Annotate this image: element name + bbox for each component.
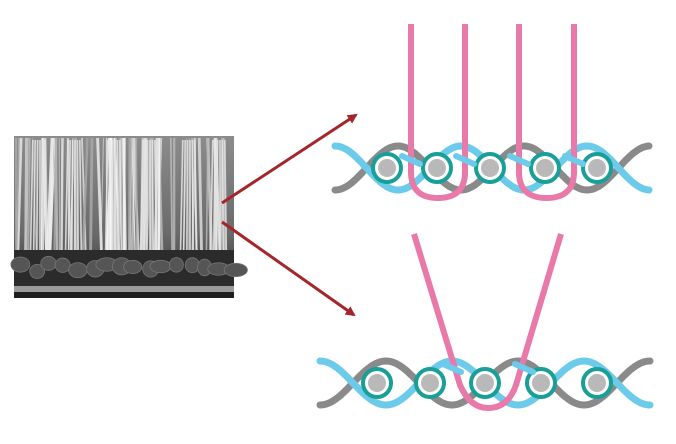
- warp-yarn-core: [532, 374, 550, 392]
- weft-overlap: [399, 153, 423, 167]
- bristle: [17, 137, 21, 263]
- bristle: [129, 137, 133, 263]
- bristle: [197, 137, 204, 263]
- warp-yarn-core: [368, 374, 386, 392]
- bristle-layer: [15, 137, 228, 263]
- bristle: [209, 139, 214, 259]
- bristle: [116, 139, 119, 259]
- bristle: [139, 139, 144, 259]
- bristle: [54, 137, 59, 263]
- bristle: [81, 137, 89, 263]
- warp-yarn-core: [428, 159, 446, 177]
- weft-overlap: [440, 361, 464, 375]
- bristle: [27, 137, 31, 263]
- bristle: [191, 139, 194, 259]
- weft-overlap: [507, 153, 531, 167]
- warp-yarn-core: [536, 159, 554, 177]
- warp-yarn-core: [588, 374, 606, 392]
- arrow-up: [221, 113, 358, 205]
- bristle: [216, 139, 219, 259]
- bristle: [142, 139, 146, 259]
- pile-v-loop: [411, 233, 564, 412]
- cut-pile-diagram: [331, 24, 653, 202]
- bristle: [74, 137, 78, 263]
- backing-knot: [10, 256, 31, 273]
- backing-knot: [29, 263, 46, 279]
- warp-yarn-core: [421, 374, 439, 392]
- pile-loop: [408, 24, 468, 202]
- bristle: [29, 139, 34, 259]
- bristle: [45, 137, 54, 263]
- backing-knot: [54, 257, 71, 273]
- bristle: [154, 139, 158, 259]
- warp-yarn-core: [588, 159, 606, 177]
- bristle: [64, 139, 69, 259]
- backing-knot: [68, 262, 88, 279]
- weft-overlap: [453, 153, 477, 167]
- bristle: [151, 139, 154, 259]
- bristle: [194, 139, 198, 259]
- bristle: [179, 139, 184, 259]
- arrow-down: [221, 220, 356, 317]
- bristle: [36, 139, 39, 259]
- bristle: [221, 139, 224, 259]
- weft-overlap: [562, 153, 586, 167]
- bristle: [96, 137, 104, 263]
- backing-edge: [14, 292, 234, 298]
- bristle: [89, 137, 94, 263]
- bristle: [76, 139, 79, 259]
- bristle: [24, 137, 29, 263]
- backing-knot: [223, 262, 248, 278]
- backing-knot: [149, 259, 172, 274]
- bristle: [79, 139, 83, 259]
- v-pile-diagram: [316, 233, 654, 412]
- carpet-backing: [10, 250, 248, 298]
- bristle: [67, 139, 71, 259]
- bristle: [135, 137, 138, 263]
- bristle: [104, 139, 109, 259]
- backing-knot: [123, 259, 143, 275]
- carpet-tuft-photo: [10, 136, 248, 298]
- warp-yarn-core: [476, 374, 494, 392]
- bristle: [212, 139, 216, 259]
- backing-strip: [14, 286, 234, 292]
- bristle: [32, 139, 36, 259]
- bristle: [122, 137, 126, 263]
- bristle: [170, 137, 174, 263]
- weft-overlap: [512, 361, 536, 375]
- bristle: [15, 137, 20, 263]
- bristle: [146, 139, 149, 259]
- bristle: [111, 139, 114, 259]
- bristle: [139, 137, 146, 263]
- bristle: [41, 139, 44, 259]
- bristle: [205, 137, 209, 263]
- bristle: [119, 139, 123, 259]
- bristle: [182, 139, 186, 259]
- backing-knot: [184, 257, 200, 274]
- bristle: [107, 139, 111, 259]
- pile-loop: [516, 24, 577, 202]
- bristle: [186, 139, 189, 259]
- warp-yarn-core: [378, 159, 396, 177]
- bristle: [44, 139, 48, 259]
- bristle: [71, 139, 74, 259]
- backing-knot: [40, 256, 57, 271]
- backing-knot: [168, 257, 184, 273]
- bristle: [131, 137, 136, 263]
- bristle: [60, 137, 64, 263]
- warp-yarn-core: [481, 159, 499, 177]
- bristle: [144, 137, 148, 263]
